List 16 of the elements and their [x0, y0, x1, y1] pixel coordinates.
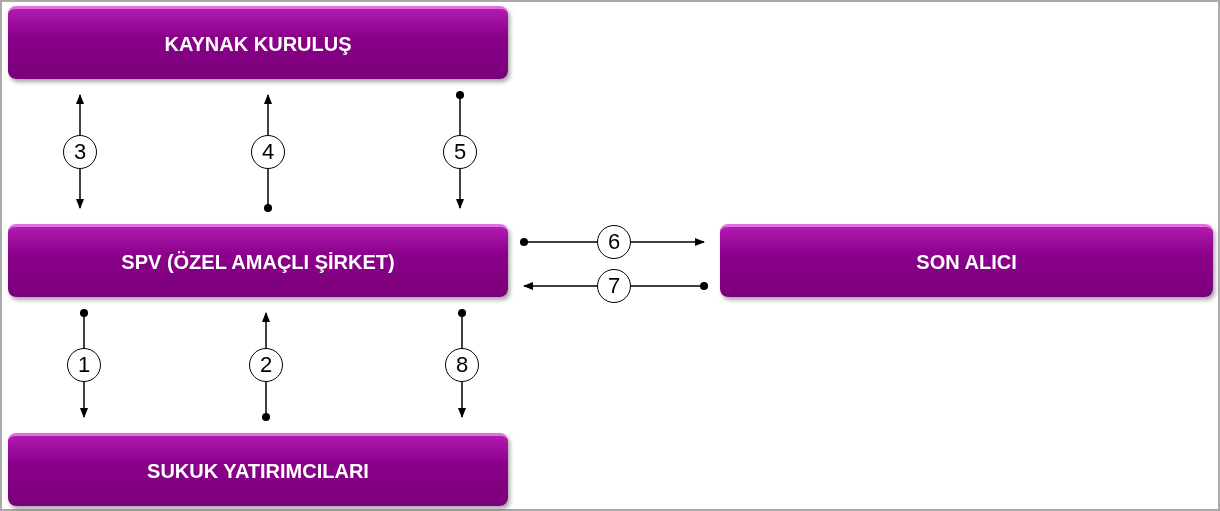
process-box [8, 6, 508, 79]
process-box [720, 224, 1213, 297]
process-box [8, 224, 508, 297]
process-box [8, 433, 508, 506]
box-label: SON ALICI [916, 250, 1017, 274]
box-label: SUKUK YATIRIMCILARI [147, 459, 369, 483]
step-number: 6 [597, 225, 631, 259]
step-number: 5 [443, 134, 477, 169]
step-number: 8 [445, 348, 479, 382]
step-number: 3 [63, 134, 97, 169]
step-number: 7 [597, 269, 631, 303]
step-number: 4 [251, 134, 285, 169]
step-number: 1 [67, 348, 101, 382]
box-label: KAYNAK KURULUŞ [164, 32, 352, 56]
box-label: SPV (ÖZEL AMAÇLI ŞİRKET) [121, 250, 395, 274]
step-number: 2 [249, 348, 283, 382]
